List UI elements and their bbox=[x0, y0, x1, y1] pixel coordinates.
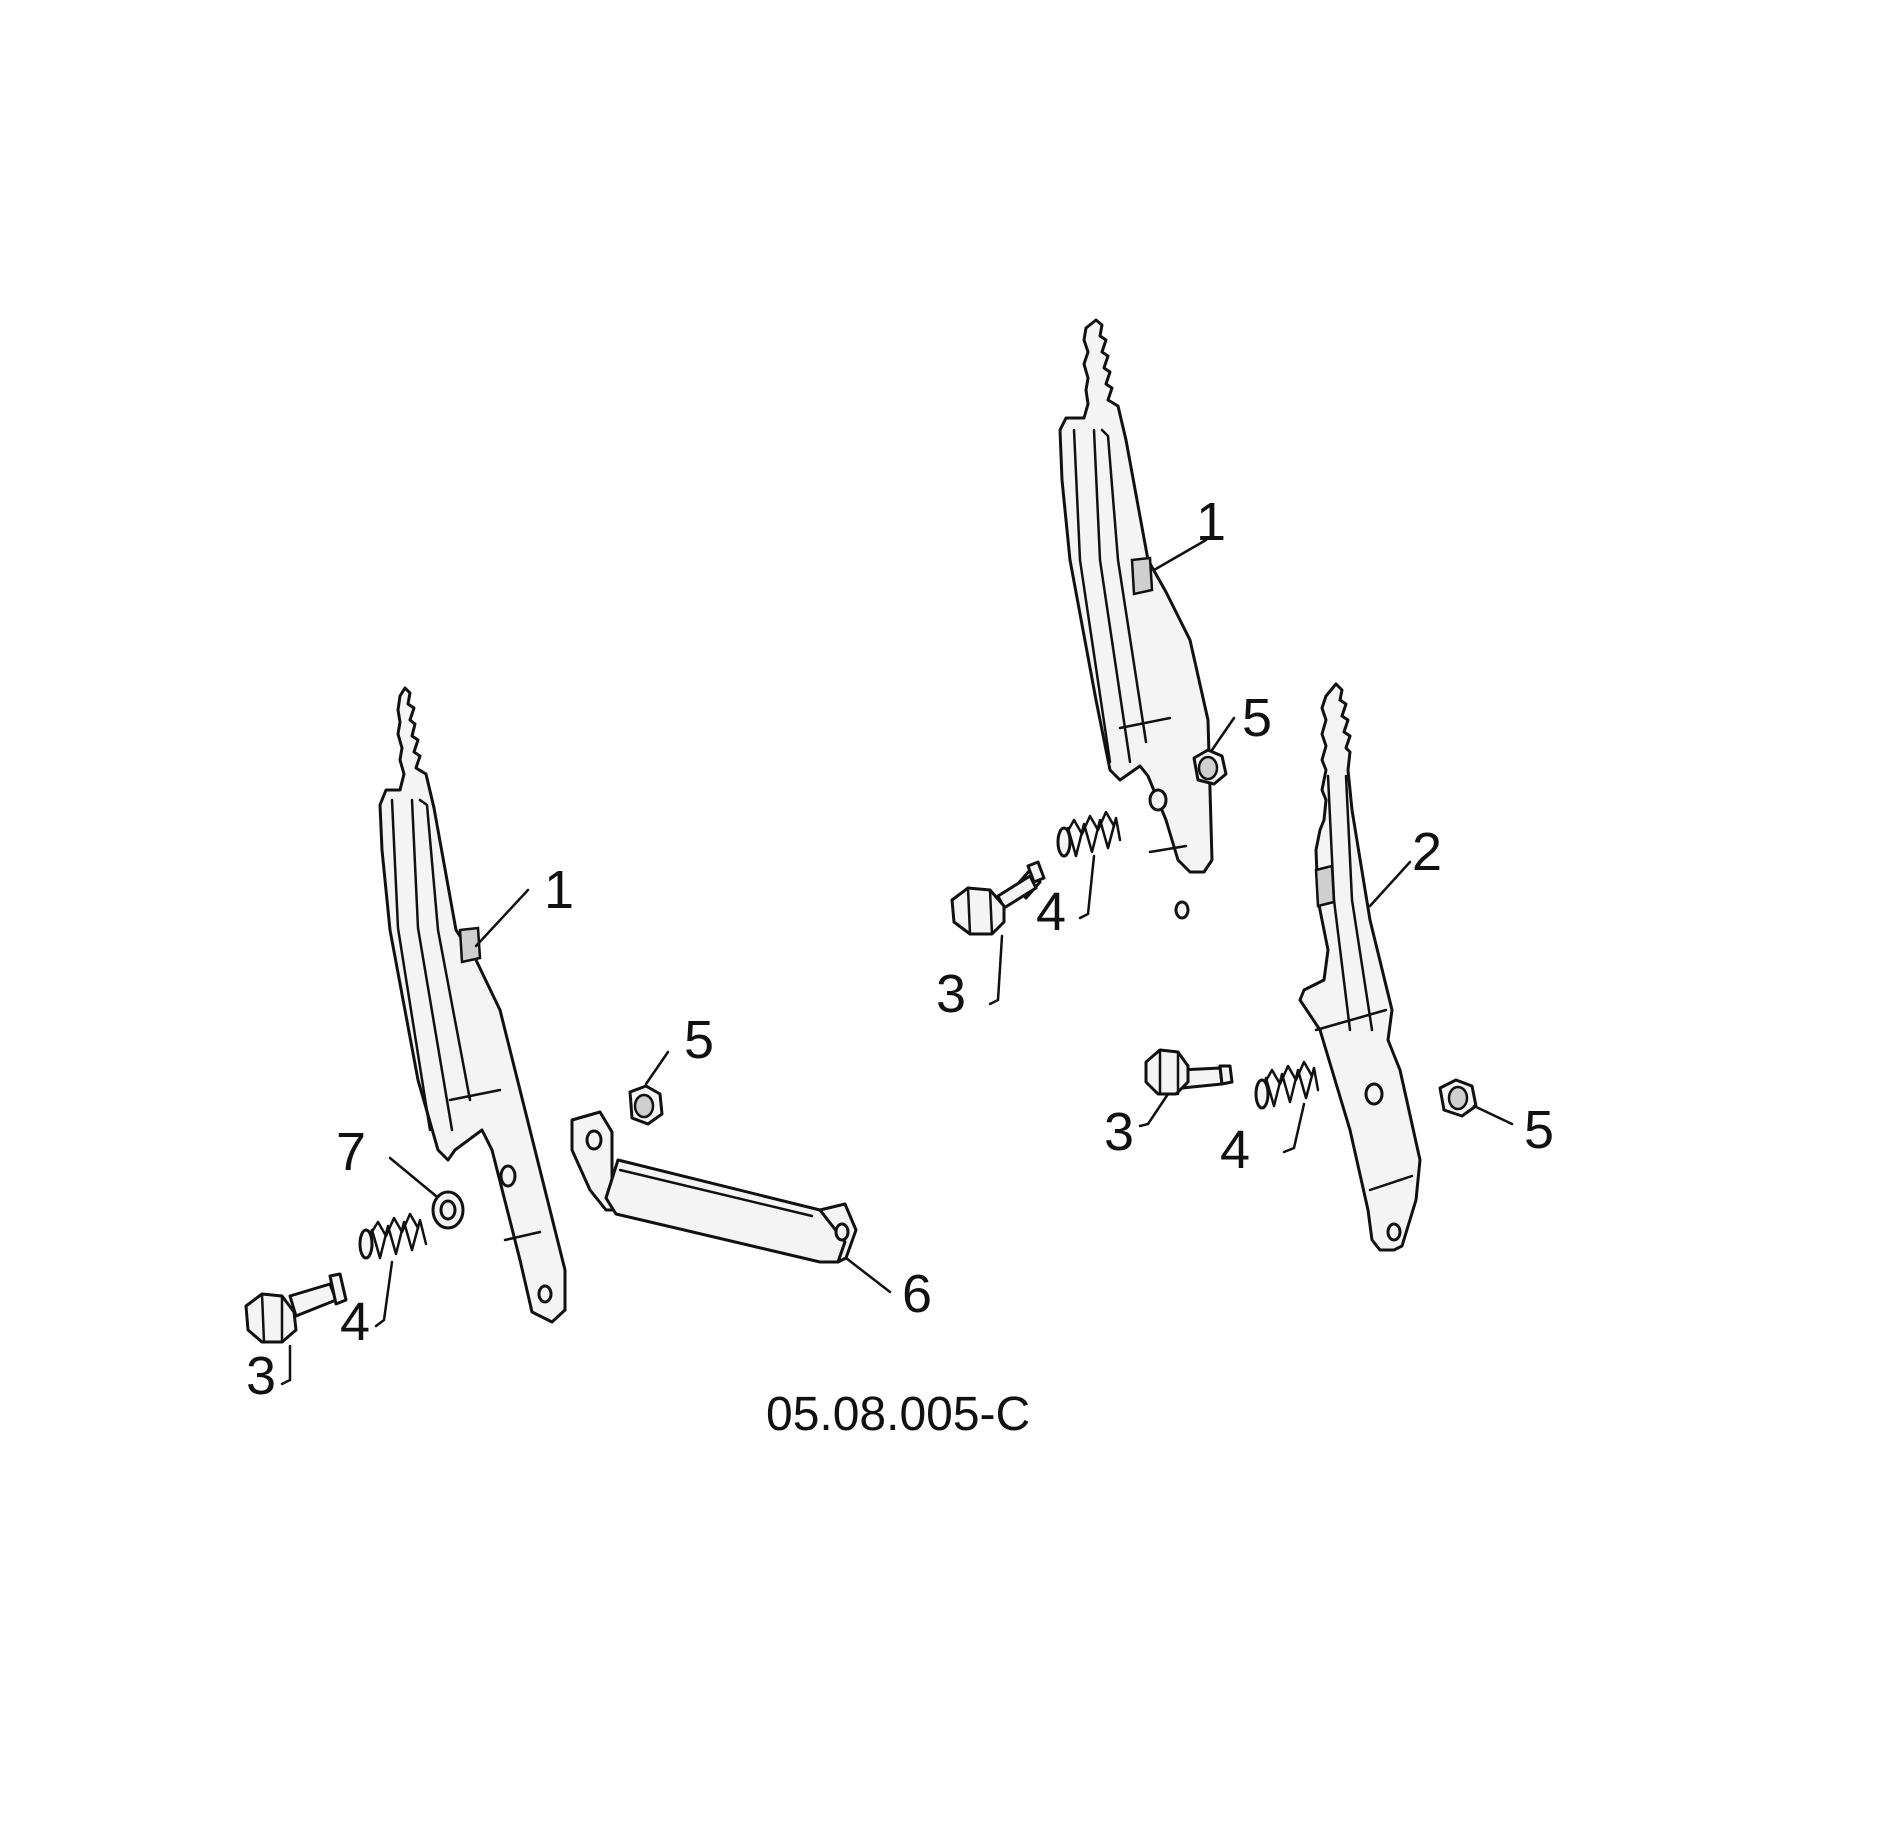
left-washer-part-7 bbox=[431, 1190, 465, 1230]
callout-right-2: 2 bbox=[1412, 822, 1442, 882]
left-link-bar-part-6 bbox=[570, 1110, 858, 1264]
right-nut-part-5 bbox=[1438, 1078, 1478, 1118]
callout-left-3: 3 bbox=[246, 1346, 276, 1406]
upper-nut-part-5 bbox=[1192, 748, 1228, 786]
leader-lines bbox=[280, 538, 1514, 1386]
left-lever-arm-part-1 bbox=[378, 686, 567, 1324]
callout-right-4: 4 bbox=[1220, 1120, 1250, 1180]
right-bolt-part-3 bbox=[1144, 1048, 1234, 1096]
drawing-reference-code: 05.08.005-C bbox=[766, 1388, 1030, 1441]
right-assembly bbox=[1144, 682, 1478, 1252]
left-nut-part-5 bbox=[628, 1084, 664, 1126]
callout-labels: 1 3 4 5 6 7 1 3 4 5 2 3 4 5 bbox=[246, 492, 1554, 1406]
upper-bolt-part-3 bbox=[950, 860, 1046, 936]
callout-left-5: 5 bbox=[684, 1010, 714, 1070]
right-lever-arm-part-2 bbox=[1298, 682, 1422, 1252]
callout-upper-3: 3 bbox=[936, 964, 966, 1024]
upper-right-assembly bbox=[950, 318, 1228, 936]
right-spring-part-4 bbox=[1254, 1060, 1320, 1110]
callout-right-3: 3 bbox=[1104, 1102, 1134, 1162]
callout-upper-1: 1 bbox=[1196, 492, 1226, 552]
left-bolt-part-3 bbox=[244, 1272, 348, 1344]
upper-spring-part-4 bbox=[1056, 810, 1122, 858]
left-spring-part-4 bbox=[358, 1212, 428, 1260]
callout-left-7: 7 bbox=[336, 1122, 366, 1182]
callout-upper-4: 4 bbox=[1036, 882, 1066, 942]
upper-lever-arm-part-1 bbox=[1058, 318, 1214, 920]
callout-right-5: 5 bbox=[1524, 1100, 1554, 1160]
callout-left-4: 4 bbox=[340, 1292, 370, 1352]
callout-left-6: 6 bbox=[902, 1264, 932, 1324]
callout-upper-5: 5 bbox=[1242, 688, 1272, 748]
callout-left-1: 1 bbox=[544, 860, 574, 920]
left-assembly bbox=[244, 686, 858, 1344]
